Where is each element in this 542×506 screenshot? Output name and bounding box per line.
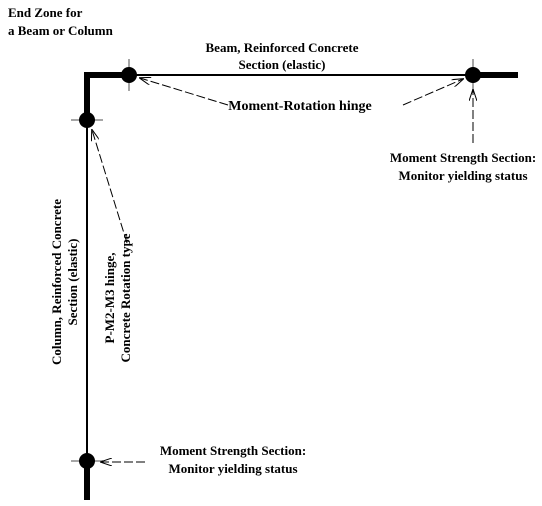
column-bottom-moment-strength-section [71,453,103,469]
end-zone-label-line1: End Zone for [8,5,83,20]
pm-hinge-label-line1: P-M2-M3 hinge, [102,253,117,344]
moment-rotation-hinge-label: Moment-Rotation hinge [228,99,372,114]
beam-right-moment-rotation-hinge [465,59,481,91]
column-top-pm-hinge [71,112,103,128]
arrow-hinge-right [402,79,463,106]
moment-strength-top-label-line1: Moment Strength Section: [390,150,536,165]
arrow-pm-hinge [92,130,128,244]
column-label-line2: Section (elastic) [65,238,80,325]
arrow-hinge-left [140,78,229,106]
beam-label-line2: Section (elastic) [238,57,325,72]
moment-strength-bottom-label-line1: Moment Strength Section: [160,443,306,458]
corner-end-zone [84,72,129,120]
moment-strength-bottom-label-line2: Monitor yielding status [168,461,297,476]
beam-label-line1: Beam, Reinforced Concrete [206,40,359,55]
pm-hinge-label-line2: Concrete Rotation type [118,233,133,362]
column-label-line1: Column, Reinforced Concrete [49,199,64,365]
end-zone-label-line2: a Beam or Column [8,23,114,38]
beam-left-moment-rotation-hinge [121,59,137,91]
moment-strength-top-label-line2: Monitor yielding status [398,168,527,183]
